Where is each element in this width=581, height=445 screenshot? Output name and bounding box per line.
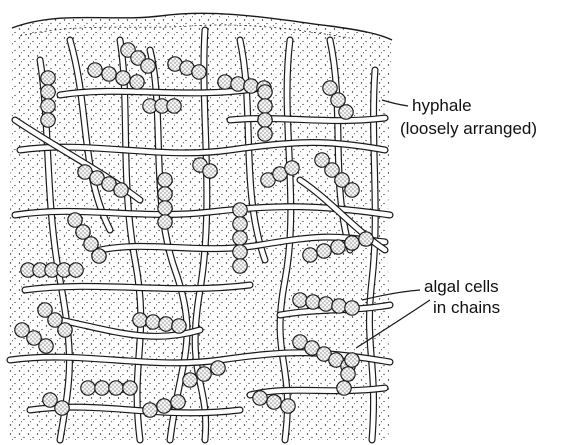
algal-cell <box>159 317 173 331</box>
algal-cell <box>146 315 160 329</box>
algal-cell <box>95 381 109 395</box>
algal-cell <box>123 381 137 395</box>
algal-cell <box>172 319 186 333</box>
algal-cell <box>339 105 353 119</box>
algal-cell <box>211 361 225 375</box>
algal-cell <box>158 215 172 229</box>
algal-cell <box>337 381 351 395</box>
algal-cell <box>233 217 247 231</box>
algal-cell <box>231 77 245 91</box>
algal-cell <box>141 59 155 73</box>
algal-cell <box>55 401 69 415</box>
algal-cell <box>293 293 307 307</box>
algal-cell <box>158 187 172 201</box>
algal-cells-label-line2: in chains <box>433 298 500 318</box>
algal-cell <box>345 353 359 367</box>
algal-cell <box>331 240 345 254</box>
algal-cell <box>303 248 317 262</box>
algal-cell <box>58 323 72 337</box>
algal-cell <box>39 339 53 353</box>
algal-cell <box>341 367 355 381</box>
algal-cell <box>197 367 211 381</box>
algal-cell <box>218 75 232 89</box>
algal-cells-label-line1: algal cells <box>424 277 499 297</box>
algal-cell <box>233 231 247 245</box>
algal-cell <box>258 99 272 113</box>
algal-cell <box>69 263 83 277</box>
algal-cell <box>332 299 346 313</box>
algal-cell <box>158 201 172 215</box>
algal-cell <box>88 63 102 77</box>
algal-cell <box>183 373 197 387</box>
algal-cell <box>267 395 281 409</box>
algal-cell <box>258 85 272 99</box>
algal-cell <box>233 245 247 259</box>
algal-cell <box>319 297 333 311</box>
algal-cell <box>41 71 55 85</box>
algal-cell <box>41 85 55 99</box>
algal-cell <box>81 381 95 395</box>
algal-cell <box>114 183 128 197</box>
algal-cell <box>116 71 130 85</box>
algal-cell <box>203 164 217 178</box>
algal-cell <box>244 79 258 93</box>
algal-cell <box>157 399 171 413</box>
algal-cell <box>359 232 373 246</box>
hyphae-label-line1: hyphale <box>412 96 472 116</box>
algal-cell <box>167 99 181 113</box>
algal-cell <box>345 236 359 250</box>
algal-cell <box>306 295 320 309</box>
algal-cell <box>317 244 331 258</box>
algal-cell <box>102 67 116 81</box>
hypha-lumen <box>25 285 250 290</box>
algal-cell <box>171 395 185 409</box>
algal-cell <box>109 381 123 395</box>
algal-cell <box>258 113 272 127</box>
algal-cell <box>345 301 359 315</box>
algal-cell <box>233 203 247 217</box>
algal-cell <box>258 127 272 141</box>
algal-cell <box>133 313 147 327</box>
hypha-lumen <box>230 118 385 121</box>
algal-cell <box>143 403 157 417</box>
algal-cell <box>285 161 299 175</box>
hyphae-label-line2: (loosely arranged) <box>400 119 537 139</box>
algal-cell <box>92 249 106 263</box>
algal-cell <box>281 399 295 413</box>
algal-cell <box>233 259 247 273</box>
algal-cell <box>253 391 267 405</box>
algal-cell <box>41 113 55 127</box>
algal-cell <box>130 75 144 89</box>
algal-cell <box>192 65 206 79</box>
algal-cell <box>41 99 55 113</box>
algal-cell <box>158 173 172 187</box>
algal-cell <box>345 183 359 197</box>
